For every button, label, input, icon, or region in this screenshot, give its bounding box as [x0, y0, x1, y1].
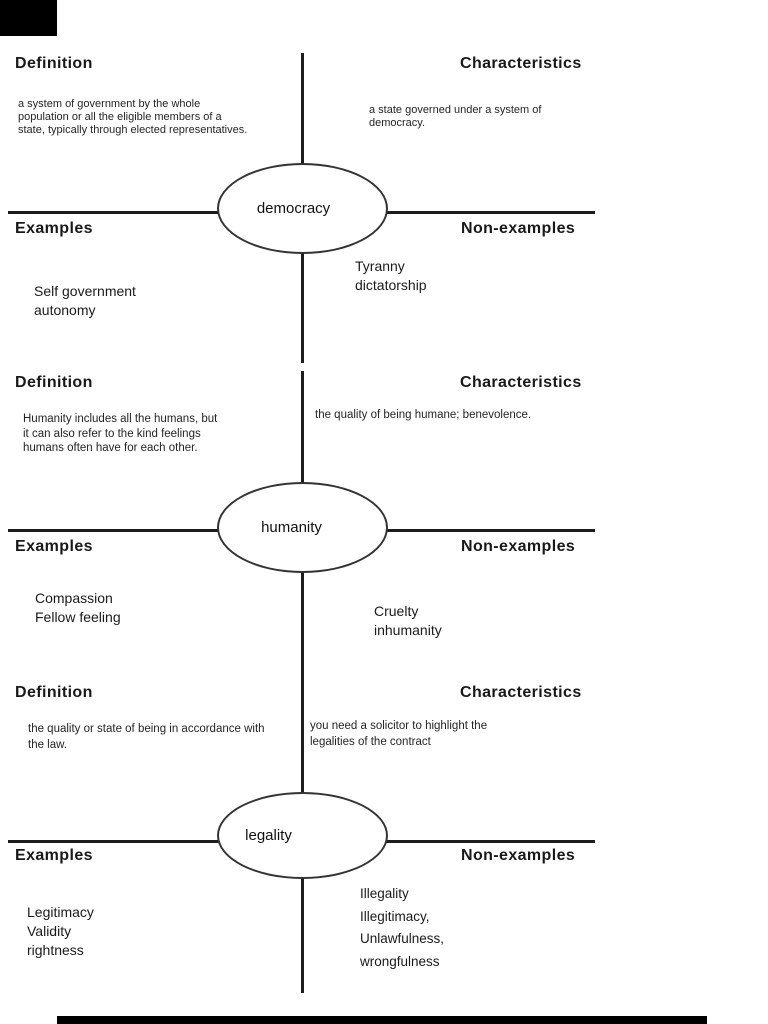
term-label: humanity: [261, 519, 322, 536]
definition-text: the quality or state of being in accorda…: [28, 723, 265, 751]
viewer-top-left-bar: [0, 0, 57, 36]
horizontal-axis-line: [385, 840, 595, 843]
non-examples-heading: Non-examples: [461, 220, 576, 237]
examples-text: Compassion Fellow feeling: [35, 590, 121, 625]
examples-text: Self government autonomy: [34, 283, 136, 318]
characteristics-heading: Characteristics: [460, 55, 582, 72]
horizontal-axis-line: [8, 529, 220, 532]
non-examples-heading: Non-examples: [461, 847, 576, 864]
horizontal-axis-line: [8, 840, 220, 843]
examples-text: Legitimacy Validity rightness: [27, 904, 94, 958]
horizontal-axis-line: [385, 529, 595, 532]
examples-heading: Examples: [15, 538, 93, 555]
characteristics-heading: Characteristics: [460, 374, 582, 391]
definition-heading: Definition: [15, 684, 93, 701]
non-examples-heading: Non-examples: [461, 538, 576, 555]
characteristics-heading: Characteristics: [460, 684, 582, 701]
non-examples-text: Tyranny dictatorship: [355, 258, 427, 293]
term-label: democracy: [256, 200, 331, 217]
definition-text: Humanity includes all the humans, but it…: [23, 413, 218, 454]
non-examples-text: Cruelty inhumanity: [374, 603, 442, 638]
horizontal-axis-line: [385, 211, 595, 214]
characteristics-text: the quality of being humane; benevolence…: [315, 409, 532, 421]
term-label: legality: [245, 827, 292, 844]
definition-text: a system of government by the whole popu…: [18, 98, 248, 136]
definition-heading: Definition: [15, 374, 93, 391]
examples-heading: Examples: [15, 847, 93, 864]
vertical-axis-line: [301, 371, 304, 993]
non-examples-text: Illegality Illegitimacy, Unlawfulness, w…: [360, 886, 445, 969]
horizontal-axis-line: [8, 211, 220, 214]
definition-heading: Definition: [15, 55, 93, 72]
viewer-bottom-bar: [57, 1016, 707, 1024]
examples-heading: Examples: [15, 220, 93, 237]
characteristics-text: a state governed under a system of democ…: [369, 104, 542, 129]
term-ellipse: humanity: [217, 482, 388, 573]
characteristics-text: you need a solicitor to highlight the le…: [310, 720, 488, 748]
term-ellipse: legality: [217, 792, 388, 879]
term-ellipse: democracy: [217, 163, 388, 254]
